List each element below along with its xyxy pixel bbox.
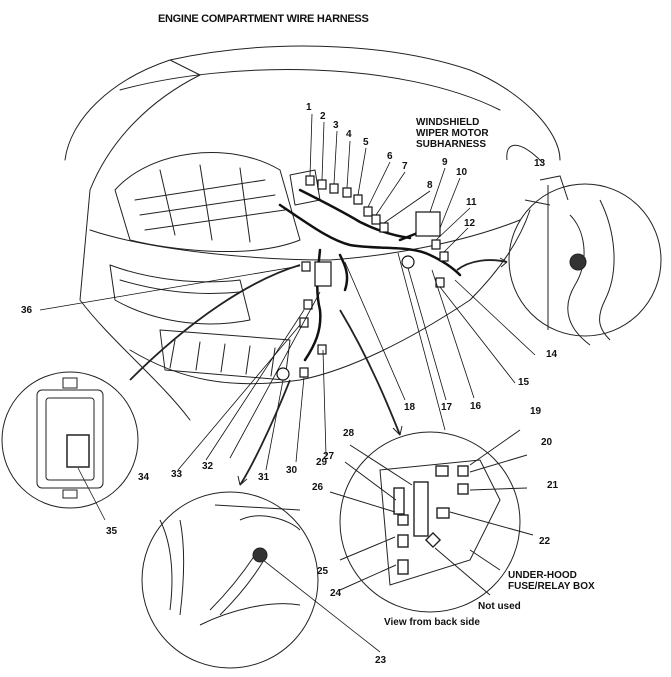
callout-20: 20	[541, 437, 553, 448]
callout-30: 30	[286, 465, 298, 476]
detail-circle-23	[141, 491, 319, 669]
connector-2	[317, 179, 327, 190]
ground-31	[276, 367, 290, 381]
fusebox-label-line2: FUSE/RELAY BOX	[508, 581, 595, 592]
hood-inner	[119, 69, 501, 111]
callout-13: 13	[534, 158, 546, 169]
fusebox-label: UNDER-HOOD FUSE/RELAY BOX	[508, 570, 595, 592]
ground-17	[401, 255, 415, 269]
callout-32: 32	[202, 461, 214, 472]
harness-branch-b	[338, 253, 349, 292]
wiper-label-line1: WINDSHIELD	[416, 117, 480, 128]
connector-34	[299, 317, 309, 328]
callout-31: 31	[258, 472, 270, 483]
engine-cover	[114, 152, 301, 253]
fender-right	[469, 209, 531, 301]
connector-29	[317, 344, 327, 355]
bumper	[129, 299, 471, 385]
view-from-back-label: View from back side	[384, 617, 480, 628]
callout-28: 28	[343, 428, 355, 439]
callout-17: 17	[441, 402, 453, 413]
battery	[289, 169, 321, 206]
connector-36	[301, 261, 311, 272]
harness-main	[278, 203, 462, 277]
callout-18: 18	[404, 402, 416, 413]
hood-outline	[169, 45, 561, 161]
fuse-box-small	[314, 261, 332, 287]
callout-6: 6	[387, 151, 393, 162]
callout-16: 16	[470, 401, 482, 412]
not-used-label: Not used	[478, 601, 521, 612]
callout-15: 15	[518, 377, 530, 388]
callout-27: 27	[323, 451, 335, 462]
wiper-label-line2: WIPER MOTOR	[416, 128, 489, 139]
callout-8: 8	[427, 180, 433, 191]
diagram-title: ENGINE COMPARTMENT WIRE HARNESS	[158, 13, 369, 25]
callout-10: 10	[456, 167, 468, 178]
wiper-subharness-label: WINDSHIELD WIPER MOTOR SUBHARNESS	[416, 117, 489, 150]
detail-circle-13	[508, 183, 662, 337]
callout-21: 21	[547, 480, 559, 491]
connector-7	[371, 214, 381, 225]
connector-30	[299, 367, 309, 378]
connector-11	[431, 239, 441, 250]
intake	[109, 264, 251, 325]
detail-circle-35	[1, 371, 139, 509]
callout-12: 12	[464, 218, 476, 229]
connector-6	[363, 206, 373, 217]
callout-3: 3	[333, 120, 339, 131]
callout-35: 35	[106, 526, 118, 537]
callout-29: 29	[316, 457, 328, 468]
callout-5: 5	[363, 137, 369, 148]
wiper-label-line3: SUBHARNESS	[416, 139, 487, 150]
callout-23: 23	[375, 655, 387, 666]
callout-4: 4	[346, 129, 352, 140]
callout-2: 2	[320, 111, 326, 122]
callout-24: 24	[330, 588, 342, 599]
callout-25: 25	[317, 566, 329, 577]
connector-12	[439, 251, 449, 262]
callout-9: 9	[442, 157, 448, 168]
connector-8	[379, 222, 389, 233]
fusebox-label-line1: UNDER-HOOD	[508, 570, 577, 581]
connector-1	[305, 175, 315, 186]
callout-7: 7	[402, 161, 408, 172]
callout-36: 36	[21, 305, 33, 316]
connector-3	[329, 183, 339, 194]
callout-11: 11	[466, 197, 477, 208]
harness-upper	[298, 188, 412, 240]
detail-circle-fusebox	[339, 431, 521, 613]
body-outline	[64, 59, 201, 421]
relay-9	[415, 211, 441, 237]
callout-34: 34	[138, 472, 150, 483]
callout-22: 22	[539, 536, 551, 547]
callout-1: 1	[306, 102, 312, 113]
connector-4	[342, 187, 352, 198]
callout-19: 19	[530, 406, 542, 417]
callout-26: 26	[312, 482, 324, 493]
connector-5	[353, 194, 363, 205]
connector-33	[303, 299, 313, 310]
callout-33: 33	[171, 469, 183, 480]
callout-14: 14	[546, 349, 558, 360]
